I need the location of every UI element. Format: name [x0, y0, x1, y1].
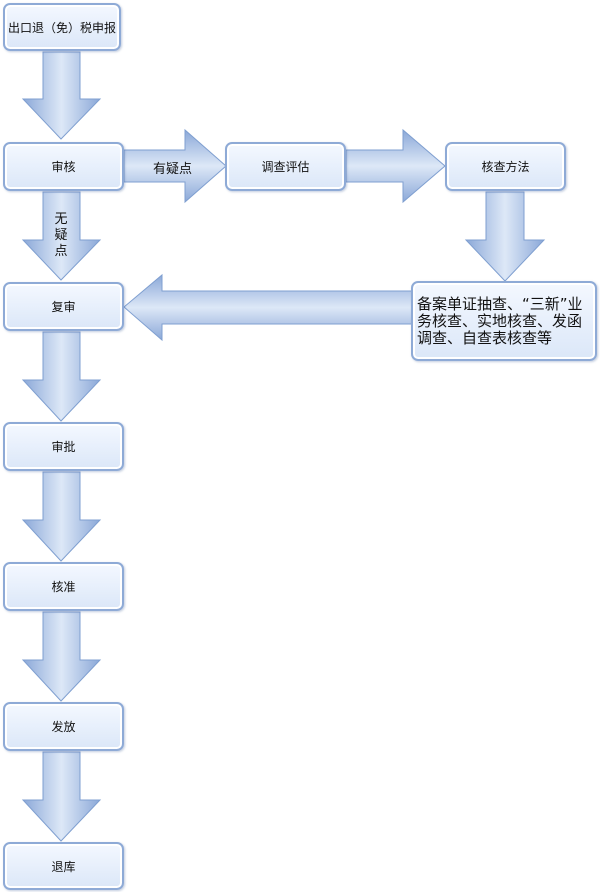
arrow-investigate-to-method	[345, 128, 446, 204]
arrow-detail-to-recheck	[123, 273, 413, 342]
node-investigate: 调查评估	[225, 142, 346, 191]
arrow-method-to-detail	[464, 191, 546, 282]
label-no-doubt: 无疑点	[54, 212, 68, 259]
node-refund: 退库	[3, 842, 124, 890]
arrow-recheck-to-approve	[21, 331, 102, 422]
node-recheck: 复审	[3, 282, 124, 331]
arrow-issue-to-refund	[21, 751, 102, 842]
arrow-approve-to-confirm	[21, 471, 102, 562]
arrow-review-to-recheck	[21, 191, 102, 281]
arrow-confirm-to-issue	[21, 611, 102, 702]
node-verify-detail: 备案单证抽查、“三新”业务核查、实地核查、发函调查、自查表核查等	[411, 281, 597, 361]
node-verify-method: 核查方法	[445, 142, 566, 191]
label-doubtful: 有疑点	[153, 162, 193, 177]
arrow-declare-to-review	[21, 51, 102, 140]
node-review: 审核	[3, 142, 124, 191]
node-declare: 出口退（免）税申报	[3, 3, 121, 51]
arrow-review-to-investigate	[123, 128, 227, 204]
node-confirm: 核准	[3, 562, 124, 611]
node-approve: 审批	[3, 422, 124, 471]
node-issue: 发放	[3, 702, 124, 751]
